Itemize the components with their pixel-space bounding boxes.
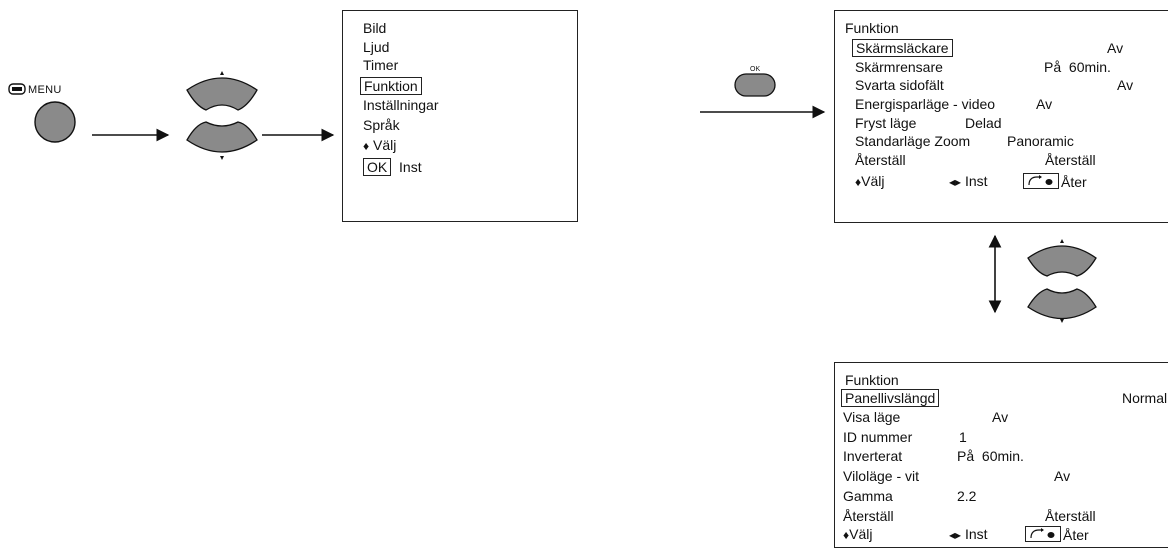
row-label-panellivslangd[interactable]: Panellivslängd xyxy=(841,389,940,407)
footer-adjust: ◂▸ Inst xyxy=(949,173,988,190)
ok-key-icon: OK xyxy=(363,158,392,176)
row-label-visa-lage[interactable]: Visa läge xyxy=(843,409,901,425)
up-down-button-icon[interactable] xyxy=(186,71,258,160)
footer-adjust-label: Inst xyxy=(964,526,988,542)
footer-select: ♦Välj xyxy=(855,173,884,190)
menu-item-bild[interactable]: Bild xyxy=(363,20,387,36)
menu-button-icon[interactable] xyxy=(8,83,76,143)
row-value-gamma: 2.2 xyxy=(957,488,977,504)
row-label-standarlage-zoom[interactable]: Standarläge Zoom xyxy=(855,133,971,149)
row-value-skarmslackare: Av xyxy=(1107,40,1124,56)
menu-item-ljud[interactable]: Ljud xyxy=(363,39,390,55)
footer-adjust: ◂▸ Inst xyxy=(949,526,988,543)
updown-arrows-icon: ♦ xyxy=(363,139,370,153)
footer-back: Åter xyxy=(1023,173,1087,190)
menu-item-funktion[interactable]: Funktion xyxy=(360,77,422,95)
row-value-id-nummer: 1 xyxy=(959,429,967,445)
ok-hint-label: Inst xyxy=(399,159,422,175)
footer-select-label: Välj xyxy=(849,526,873,542)
row-value-energisparlage: Av xyxy=(1036,96,1053,112)
row-value-fryst-lage: Delad xyxy=(965,115,1002,131)
back-button-icon xyxy=(1025,526,1061,542)
footer-back: Åter xyxy=(1025,526,1089,543)
ok-label: OK xyxy=(750,66,761,73)
row-label-id-nummer[interactable]: ID nummer xyxy=(843,429,913,445)
leftright-arrows-icon: ◂▸ xyxy=(949,528,962,542)
row-value-skarmrensare: På 60min. xyxy=(1044,59,1111,75)
panel-title: Funktion xyxy=(845,20,899,36)
menu-item-timer[interactable]: Timer xyxy=(363,57,399,73)
footer-select: ♦Välj xyxy=(843,526,872,543)
footer-back-label: Åter xyxy=(1063,527,1089,543)
row-label-skarmrensare[interactable]: Skärmrensare xyxy=(855,59,943,75)
updown-arrows-icon: ♦ xyxy=(843,528,850,542)
row-label-inverterat[interactable]: Inverterat xyxy=(843,448,903,464)
funktion-panel-1: Funktion Skärmsläckare Av Skärmrensare P… xyxy=(834,10,1168,223)
back-button-icon xyxy=(1023,173,1059,189)
row-value-aterstall: Återställ xyxy=(1045,508,1096,524)
row-label-energisparlage[interactable]: Energisparläge - video xyxy=(855,96,996,112)
row-value-panellivslangd: Normal xyxy=(1122,390,1168,406)
row-value-svarta-sidofalt: Av xyxy=(1117,77,1134,93)
footer-adjust-label: Inst xyxy=(964,173,988,189)
menu-item-sprak[interactable]: Språk xyxy=(363,117,400,133)
row-value-inverterat: På 60min. xyxy=(957,448,1024,464)
row-label-aterstall[interactable]: Återställ xyxy=(843,508,894,524)
ok-hint: OK Inst xyxy=(363,158,422,176)
footer-back-label: Åter xyxy=(1061,174,1087,190)
leftright-arrows-icon: ◂▸ xyxy=(949,175,962,189)
ok-button-icon[interactable] xyxy=(734,73,776,97)
footer-select-label: Välj xyxy=(861,173,885,189)
row-label-skarmslackare[interactable]: Skärmsläckare xyxy=(852,39,953,57)
row-value-aterstall: Återställ xyxy=(1045,152,1096,168)
main-menu-panel: Bild Ljud Timer Funktion Inställningar S… xyxy=(342,10,578,222)
row-label-gamma[interactable]: Gamma xyxy=(843,488,893,504)
row-label-aterstall[interactable]: Återställ xyxy=(855,152,906,168)
row-label-svarta-sidofalt[interactable]: Svarta sidofält xyxy=(855,77,944,93)
select-hint: ♦ Välj xyxy=(363,137,396,154)
row-value-vilolage-vit: Av xyxy=(1054,468,1071,484)
panel-title: Funktion xyxy=(845,372,899,388)
updown-arrows-icon: ♦ xyxy=(855,175,862,189)
row-label-fryst-lage[interactable]: Fryst läge xyxy=(855,115,917,131)
select-hint-label: Välj xyxy=(373,137,397,153)
row-value-visa-lage: Av xyxy=(992,409,1009,425)
row-value-standarlage-zoom: Panoramic xyxy=(1007,133,1074,149)
menu-item-installningar[interactable]: Inställningar xyxy=(363,97,439,113)
menu-label: MENU xyxy=(28,84,62,96)
up-down-button-icon-2[interactable] xyxy=(1027,239,1097,323)
funktion-panel-2: Funktion Panellivslängd Normal Visa läge… xyxy=(834,362,1168,548)
row-label-vilolage-vit[interactable]: Viloläge - vit xyxy=(843,468,920,484)
